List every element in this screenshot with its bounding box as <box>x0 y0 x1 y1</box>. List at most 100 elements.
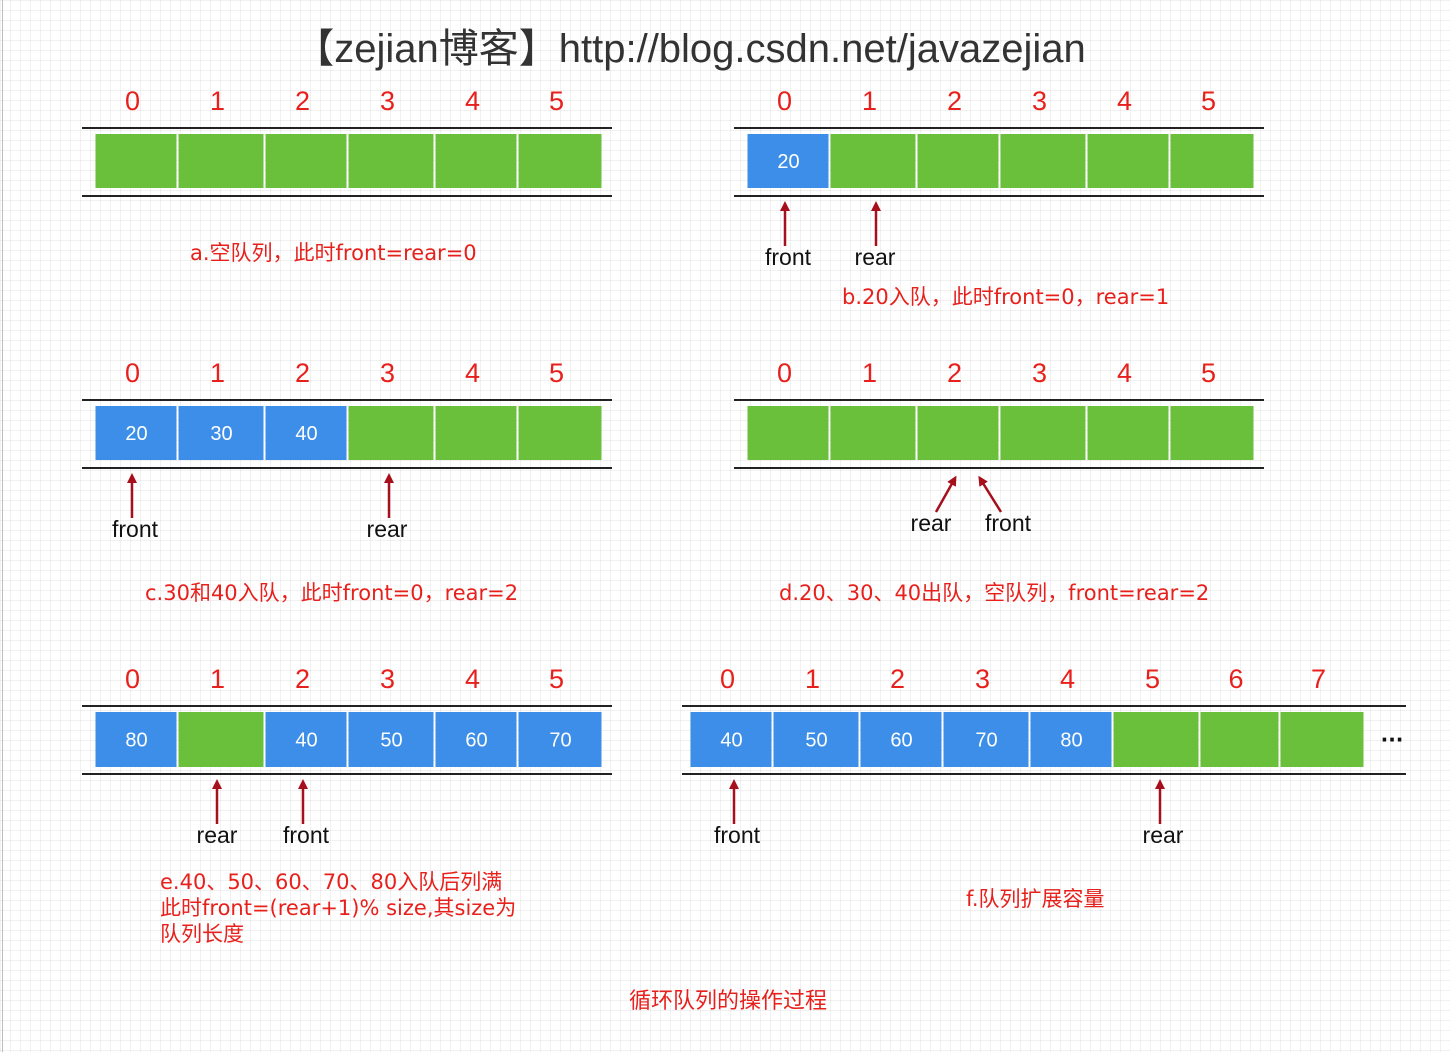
index-label: 4 <box>465 358 480 388</box>
queue-cell <box>178 406 264 460</box>
cell-value: 70 <box>975 730 997 752</box>
page-title: 【zejian博客】http://blog.csdn.net/javazejia… <box>294 27 1086 71</box>
index-label: 2 <box>295 358 310 388</box>
pointer-label-rear: rear <box>1143 822 1184 848</box>
queue-cell <box>1170 134 1254 188</box>
left-edge-line <box>2 0 3 1052</box>
pointer-label-front: front <box>765 244 812 270</box>
queue-cell <box>1030 712 1112 767</box>
index-label: 0 <box>125 358 140 388</box>
pointer-label-rear: rear <box>197 822 238 848</box>
queue-cell <box>747 134 829 188</box>
diagram-caption: d.20、30、40出队，空队列，front=rear=2 <box>779 581 1209 605</box>
queue-cell <box>95 712 177 767</box>
index-label: 2 <box>295 86 310 116</box>
queue-cell <box>348 134 434 188</box>
queue-cell <box>1113 712 1199 767</box>
diagram-caption: a.空队列，此时front=rear=0 <box>190 241 477 265</box>
queue-cell <box>860 712 942 767</box>
cell-value: 40 <box>295 423 317 445</box>
pointer-label-rear: rear <box>367 516 408 542</box>
pointer-arrow-front <box>978 475 1003 513</box>
cell-value: 40 <box>295 730 317 752</box>
cell-value: 40 <box>720 730 742 752</box>
diagram-caption: c.30和40入队，此时front=0，rear=2 <box>145 581 518 605</box>
index-label: 7 <box>1311 664 1326 694</box>
queue-cell <box>1087 406 1169 460</box>
index-label: 1 <box>862 358 877 388</box>
pointer-label-front: front <box>283 822 330 848</box>
index-label: 3 <box>380 86 395 116</box>
index-label: 1 <box>805 664 820 694</box>
cell-value: 60 <box>890 730 912 752</box>
queue-cell <box>1200 712 1279 767</box>
index-label: 3 <box>975 664 990 694</box>
queue-cell <box>917 406 999 460</box>
index-label: 4 <box>1117 86 1132 116</box>
index-label: 3 <box>380 664 395 694</box>
queue-cell <box>1170 406 1254 460</box>
queue-cell <box>518 406 602 460</box>
index-label: 1 <box>210 358 225 388</box>
index-label: 4 <box>465 664 480 694</box>
index-label: 5 <box>1201 86 1216 116</box>
index-label: 5 <box>549 358 564 388</box>
queue-cell <box>747 406 829 460</box>
queue-cell <box>178 712 264 767</box>
diagram-caption: e.40、50、60、70、80入队后列满 <box>160 870 502 894</box>
index-label: 0 <box>720 664 735 694</box>
queue-cell <box>95 134 177 188</box>
cell-value: 80 <box>1060 730 1082 752</box>
queue-cell <box>917 134 999 188</box>
diagram-caption: 队列长度 <box>160 922 244 946</box>
diagram-caption: f.队列扩展容量 <box>966 887 1105 911</box>
index-label: 4 <box>465 86 480 116</box>
queue-cell <box>435 406 517 460</box>
cell-value: 20 <box>125 423 147 445</box>
index-label: 5 <box>1145 664 1160 694</box>
index-label: 1 <box>210 86 225 116</box>
queue-cell <box>518 712 602 767</box>
diagram-caption: b.20入队，此时front=0，rear=1 <box>842 285 1169 309</box>
index-label: 2 <box>947 358 962 388</box>
queue-cell <box>690 712 772 767</box>
index-label: 4 <box>1060 664 1075 694</box>
queue-cell <box>518 134 602 188</box>
cell-value: 50 <box>805 730 827 752</box>
index-label: 2 <box>947 86 962 116</box>
queue-cell <box>265 134 347 188</box>
pointer-label-rear: rear <box>855 244 896 270</box>
pointer-label-front: front <box>112 516 159 542</box>
index-label: 6 <box>1228 664 1243 694</box>
cell-value: 50 <box>380 730 402 752</box>
index-label: 5 <box>1201 358 1216 388</box>
queue-cell <box>1280 712 1364 767</box>
queue-cell <box>348 406 434 460</box>
queue-cell <box>1000 134 1086 188</box>
queue-cell <box>830 134 916 188</box>
cell-value: 80 <box>125 730 147 752</box>
queue-cell <box>1087 134 1169 188</box>
pointer-arrow-rear <box>934 475 957 513</box>
queue-cell <box>348 712 434 767</box>
index-label: 4 <box>1117 358 1132 388</box>
index-label: 0 <box>777 86 792 116</box>
queue-cell <box>265 712 347 767</box>
pointer-label-front: front <box>985 510 1032 536</box>
index-label: 3 <box>1032 358 1047 388</box>
diagram-caption: 此时front=(rear+1)% size,其size为 <box>160 896 516 920</box>
index-label: 2 <box>295 664 310 694</box>
index-label: 0 <box>125 86 140 116</box>
figure-caption: 循环队列的操作过程 <box>629 989 827 1014</box>
queue-cell <box>943 712 1029 767</box>
index-label: 1 <box>862 86 877 116</box>
cell-value: 30 <box>210 423 232 445</box>
index-label: 5 <box>549 86 564 116</box>
